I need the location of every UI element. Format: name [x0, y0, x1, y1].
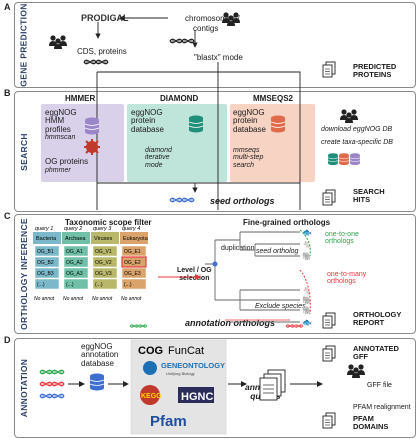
- sidebar-annotation: ANNOTATION: [19, 358, 29, 418]
- exclude-species-label: Exclude species: [255, 303, 306, 310]
- mmseqs-title: MMSEQS2: [253, 94, 294, 103]
- diamond-title: DIAMOND: [160, 94, 199, 103]
- annotation-orthologs-label: annotation orthologs: [185, 318, 275, 328]
- chromosomes-label: chromosomes /: [185, 14, 240, 23]
- sidebar-orthology: ORTHOLOGY INFERENCE: [19, 218, 29, 330]
- gff-file-label: GFF file: [367, 382, 392, 389]
- duplication-label: duplication: [221, 245, 255, 252]
- panel-gene-prediction: GENE PREDICTION A PRODIGAL chromosomes /…: [4, 2, 416, 88]
- panel-orthology-inference: ORTHOLOGY INFERENCE C Taxonomic scope fi…: [4, 211, 416, 334]
- cds-proteins-label: CDS, proteins: [77, 47, 127, 56]
- taxonomic-filter-title: Taxonomic scope filter: [65, 218, 152, 227]
- section-letter-b: B: [4, 88, 11, 98]
- section-letter-d: D: [4, 335, 11, 345]
- fine-grained-title: Fine-grained orthologs: [243, 218, 331, 227]
- section-letter-a: A: [4, 2, 11, 12]
- seed-orthologs-label: seed orthologs: [210, 196, 275, 206]
- phmmer-label: phmmer: [45, 167, 71, 174]
- og-proteins-label: OG proteins: [45, 157, 89, 166]
- sidebar-search: SEARCH: [19, 132, 30, 171]
- section-letter-c: C: [4, 211, 11, 221]
- hmmer-title: HMMER: [65, 94, 96, 103]
- pfam-realignment-label: PFAM realignment: [353, 404, 411, 411]
- seed-ortholog-label: seed ortholog: [256, 248, 299, 255]
- prodigal-label: PRODIGAL: [81, 13, 129, 23]
- contigs-label: contigs: [193, 24, 219, 33]
- download-db-label: download eggNOG DB: [321, 126, 393, 133]
- blastx-mode-label: "blastx" mode: [194, 53, 243, 62]
- create-db-label: create taxa-specific DB: [321, 139, 393, 146]
- sidebar-gene-prediction: GENE PREDICTION: [19, 3, 29, 87]
